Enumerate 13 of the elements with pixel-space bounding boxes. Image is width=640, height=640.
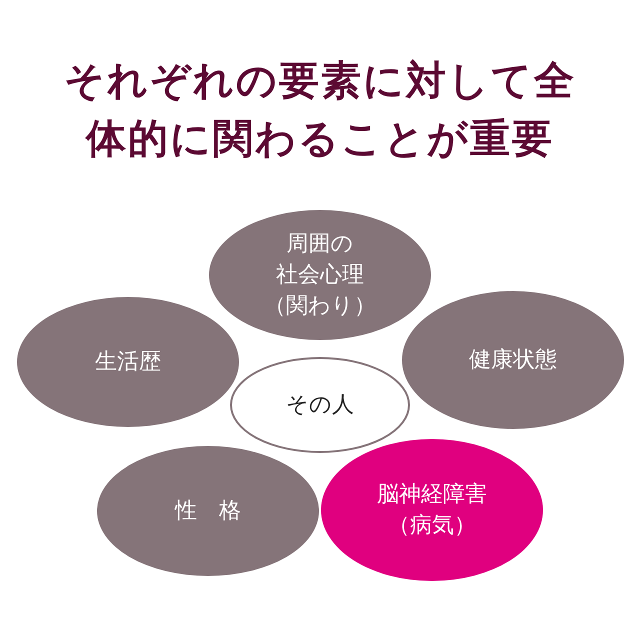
node-label: その人 xyxy=(285,392,355,420)
node-label: 生活歴 xyxy=(94,348,162,376)
node-label: 健康状態 xyxy=(468,346,558,374)
ellipse-node xyxy=(230,357,410,453)
ellipse-node xyxy=(208,209,432,341)
node-label: 性 格 xyxy=(174,498,242,526)
title: それぞれの要素に対して全体的に関わることが重要 xyxy=(63,57,577,164)
node-label: 脳神経障害（病気） xyxy=(376,481,488,540)
ellipse-node xyxy=(16,296,240,428)
ellipse-node xyxy=(96,445,320,577)
ellipse-node xyxy=(320,438,544,582)
ellipse-node xyxy=(401,290,625,430)
node-label: 周囲の社会心理（関わり） xyxy=(263,230,377,320)
